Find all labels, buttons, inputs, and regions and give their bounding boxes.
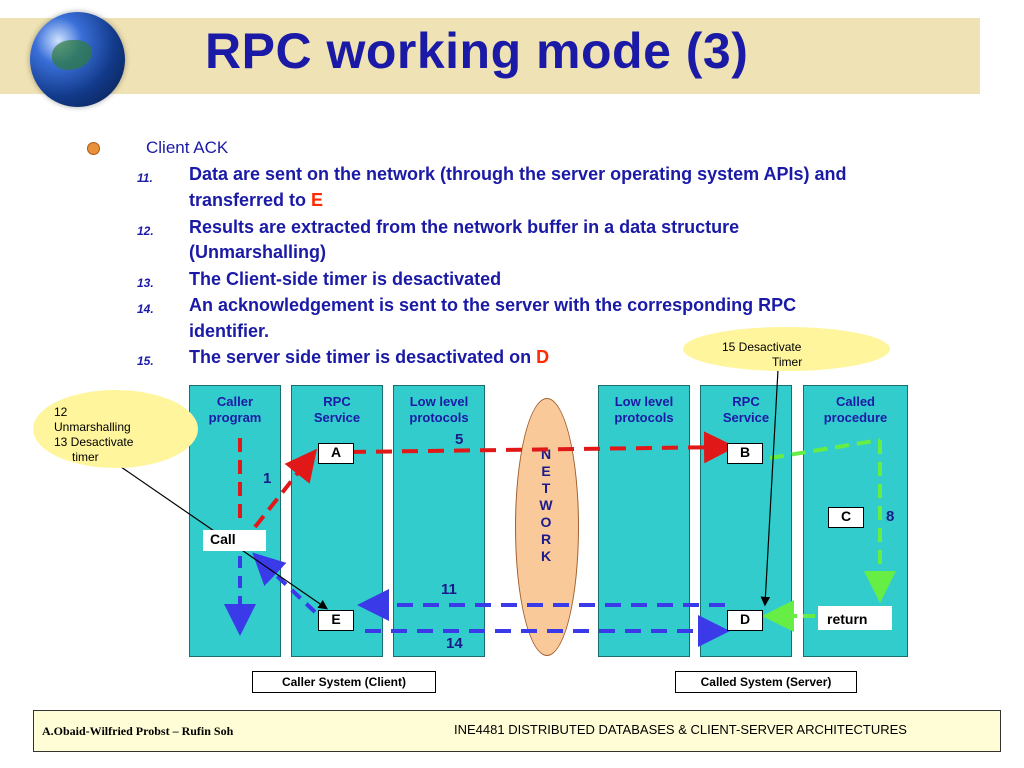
- column-label: program: [208, 410, 262, 425]
- footer-course: INE4481 DISTRIBUTED DATABASES & CLIENT-S…: [454, 722, 907, 737]
- annotation-left-text: 12 Unmarshalling 13 Desactivate timer: [54, 405, 134, 464]
- column-label: protocols: [409, 410, 469, 425]
- box-d: D: [727, 610, 763, 631]
- annotation-right-text: 15 Desactivate Timer: [722, 340, 803, 369]
- footer-authors: A.Obaid-Wilfried Probst – Rufin Soh: [42, 724, 234, 738]
- called-system-box: Called System (Server): [675, 671, 857, 693]
- item-15-highlight: D: [536, 347, 550, 367]
- title-bar: [0, 18, 980, 94]
- item-num-15: 15.: [137, 354, 154, 368]
- step-5: 5: [455, 431, 464, 448]
- item-11-highlight: E: [311, 190, 324, 210]
- box-return: return: [818, 606, 892, 630]
- bullet-icon: [87, 142, 100, 155]
- item-12-line1: Results are extracted from the network b…: [189, 217, 740, 237]
- item-12-line2: (Unmarshalling): [189, 242, 327, 262]
- column-label: Service: [722, 410, 770, 425]
- item-num-14: 14.: [137, 302, 154, 316]
- box-e: E: [318, 610, 354, 631]
- box-a: A: [318, 443, 354, 464]
- network-label: N E T W O R K: [539, 446, 553, 564]
- column-label: RPC: [732, 394, 760, 409]
- column-label: RPC: [323, 394, 351, 409]
- step-8: 8: [886, 508, 895, 525]
- item-num-12: 12.: [137, 224, 154, 238]
- annotation-bubble-right: [683, 327, 890, 371]
- box-call: Call: [203, 530, 266, 551]
- column-label: Low level: [409, 394, 469, 409]
- blue-arrow-e-to-call: [252, 552, 317, 614]
- column-label: Called: [835, 394, 875, 409]
- caller-system-box: Caller System (Client): [252, 671, 436, 693]
- item-num-11: 11.: [137, 171, 153, 185]
- annotation-bubble-left: [33, 390, 198, 468]
- step-1: 1: [263, 470, 272, 487]
- green-arrow-b-to-proc: [769, 438, 881, 460]
- column-label: Caller: [216, 394, 254, 409]
- column-low-level-server: Low level protocols: [598, 385, 690, 657]
- red-arrow-a-to-b: [349, 431, 736, 464]
- slide-title: RPC working mode (3): [205, 23, 749, 79]
- item-15-line1: The server side timer is desactivated on…: [189, 347, 550, 367]
- step-11: 11: [441, 581, 457, 598]
- step-14: 14: [446, 635, 463, 652]
- item-11-line2: transferred to E: [189, 190, 324, 210]
- network-ellipse: [515, 398, 579, 656]
- column-label: procedure: [823, 410, 888, 425]
- item-14-line2: identifier.: [189, 321, 270, 341]
- item-num-13: 13.: [137, 276, 154, 290]
- pointer-bubble-to-d: [760, 369, 779, 607]
- red-arrow-call-to-a: [253, 448, 317, 529]
- item-11-line1: Data are sent on the network (through th…: [189, 164, 847, 184]
- column-label: Low level: [614, 394, 674, 409]
- box-b: B: [727, 443, 763, 464]
- item-14-line1: An acknowledgement is sent to the server…: [189, 295, 797, 315]
- item-13-line1: The Client-side timer is desactivated: [189, 269, 502, 289]
- column-label: Service: [313, 410, 361, 425]
- footer-bar: [33, 710, 1001, 752]
- column-label: protocols: [614, 410, 674, 425]
- bullet-heading: Client ACK: [146, 138, 229, 157]
- column-low-level-client: Low level protocols: [393, 385, 485, 657]
- box-c: C: [828, 507, 864, 528]
